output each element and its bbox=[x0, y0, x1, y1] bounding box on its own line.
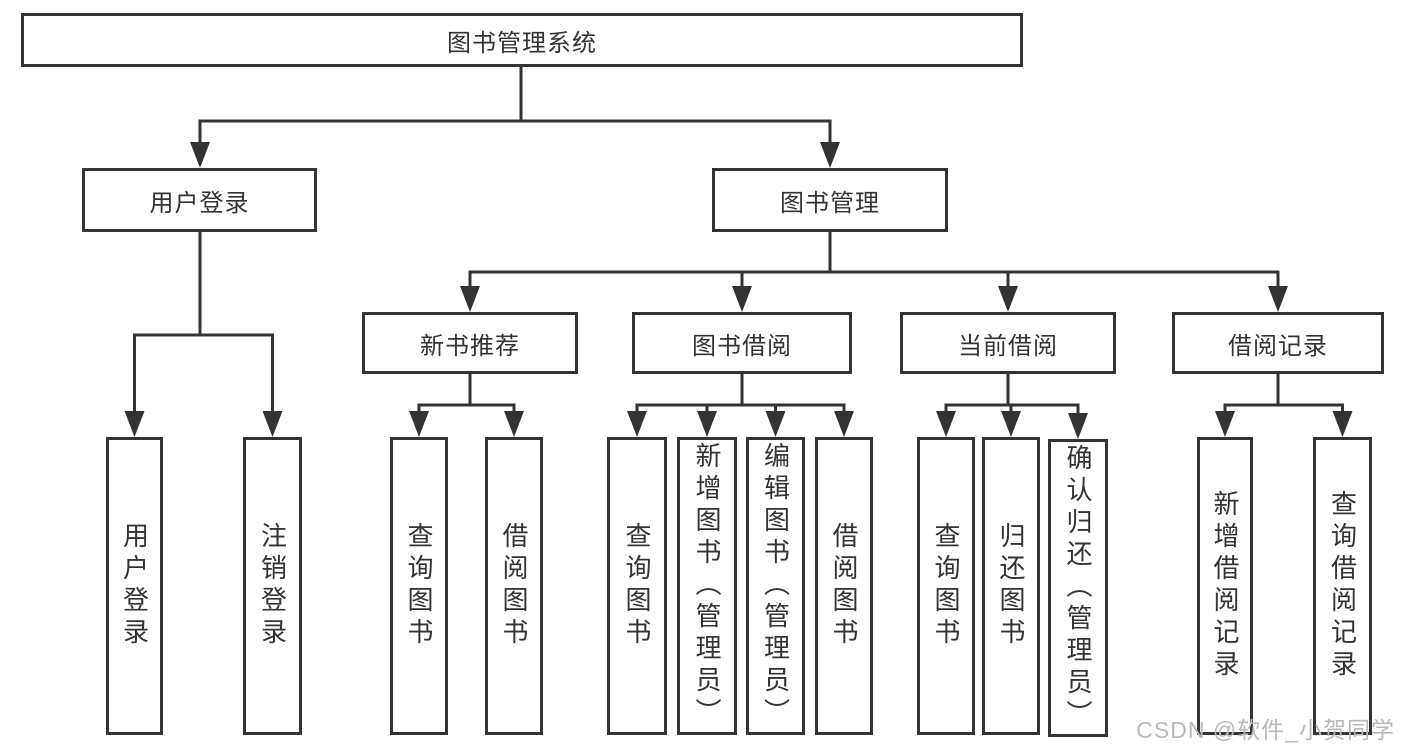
leaf-borrow-books-1: 借阅图书 bbox=[485, 437, 543, 735]
node-user-login: 用户登录 bbox=[82, 168, 317, 232]
leaf-logout-label: 注销登录 bbox=[257, 522, 288, 650]
arrowhead-b1 bbox=[409, 411, 429, 437]
arrowhead-e1 bbox=[1215, 411, 1235, 437]
arrowhead-new-book bbox=[460, 286, 480, 312]
leaf-query-books-1: 查询图书 bbox=[390, 437, 448, 735]
leaf-query-books-1-label: 查询图书 bbox=[404, 522, 434, 650]
leaf-borrow-books-1-label: 借阅图书 bbox=[499, 522, 529, 650]
leaf-return-books-label: 归还图书 bbox=[996, 522, 1026, 650]
node-new-book-recommend: 新书推荐 bbox=[362, 312, 578, 374]
arrowhead-d3 bbox=[1068, 413, 1088, 439]
node-current-borrow: 当前借阅 bbox=[900, 312, 1116, 374]
arrowhead-leaf-user-login bbox=[124, 411, 145, 437]
leaf-query-books-3: 查询图书 bbox=[917, 437, 975, 735]
leaf-query-borrow-record-label: 查询借阅记录 bbox=[1327, 490, 1358, 682]
arrowhead-d1 bbox=[936, 411, 956, 437]
arrowhead-c4 bbox=[834, 411, 854, 437]
leaf-confirm-return-admin-label: 确认归还（管理员） bbox=[1063, 444, 1093, 732]
arrowhead-book-borrow bbox=[732, 286, 752, 312]
arrowhead-c3 bbox=[765, 411, 786, 437]
node-library-system: 图书管理系统 bbox=[21, 13, 1023, 67]
arrowhead-e2 bbox=[1332, 411, 1353, 437]
leaf-return-books: 归还图书 bbox=[982, 437, 1040, 735]
arrowhead-leaf-logout bbox=[262, 411, 283, 437]
leaf-edit-books-admin: 编辑图书（管理员） bbox=[746, 437, 805, 735]
arrowhead-b2 bbox=[504, 411, 524, 437]
leaf-query-books-3-label: 查询图书 bbox=[931, 522, 961, 650]
leaf-user-login: 用户登录 bbox=[106, 437, 163, 735]
leaf-query-borrow-record: 查询借阅记录 bbox=[1313, 437, 1372, 735]
arrowhead-borrow-record bbox=[1268, 286, 1288, 312]
leaf-confirm-return-admin: 确认归还（管理员） bbox=[1048, 439, 1108, 737]
arrowhead-d2 bbox=[1001, 411, 1021, 437]
arrowhead-current-borrow bbox=[998, 286, 1018, 312]
leaf-user-login-label: 用户登录 bbox=[119, 522, 150, 650]
leaf-add-borrow-record-label: 新增借阅记录 bbox=[1210, 490, 1240, 682]
arrowhead-user-login bbox=[190, 142, 210, 168]
arrowhead-book-management bbox=[820, 142, 840, 168]
csdn-watermark: CSDN @软件_小贺同学 bbox=[1136, 717, 1395, 743]
leaf-borrow-books-2: 借阅图书 bbox=[815, 437, 873, 735]
arrowhead-c1 bbox=[627, 411, 647, 437]
leaf-edit-books-admin-label: 编辑图书（管理员） bbox=[760, 442, 791, 730]
leaf-add-books-admin-label: 新增图书（管理员） bbox=[692, 442, 722, 730]
leaf-query-books-2-label: 查询图书 bbox=[622, 522, 652, 650]
leaf-add-borrow-record: 新增借阅记录 bbox=[1197, 437, 1253, 735]
leaf-borrow-books-2-label: 借阅图书 bbox=[829, 522, 859, 650]
leaf-add-books-admin: 新增图书（管理员） bbox=[677, 437, 737, 735]
leaf-query-books-2: 查询图书 bbox=[607, 437, 667, 735]
node-book-borrow: 图书借阅 bbox=[632, 312, 852, 374]
node-book-management: 图书管理 bbox=[712, 168, 948, 232]
node-borrow-record: 借阅记录 bbox=[1172, 312, 1384, 374]
arrowhead-c2 bbox=[697, 411, 717, 437]
leaf-logout: 注销登录 bbox=[243, 437, 302, 735]
